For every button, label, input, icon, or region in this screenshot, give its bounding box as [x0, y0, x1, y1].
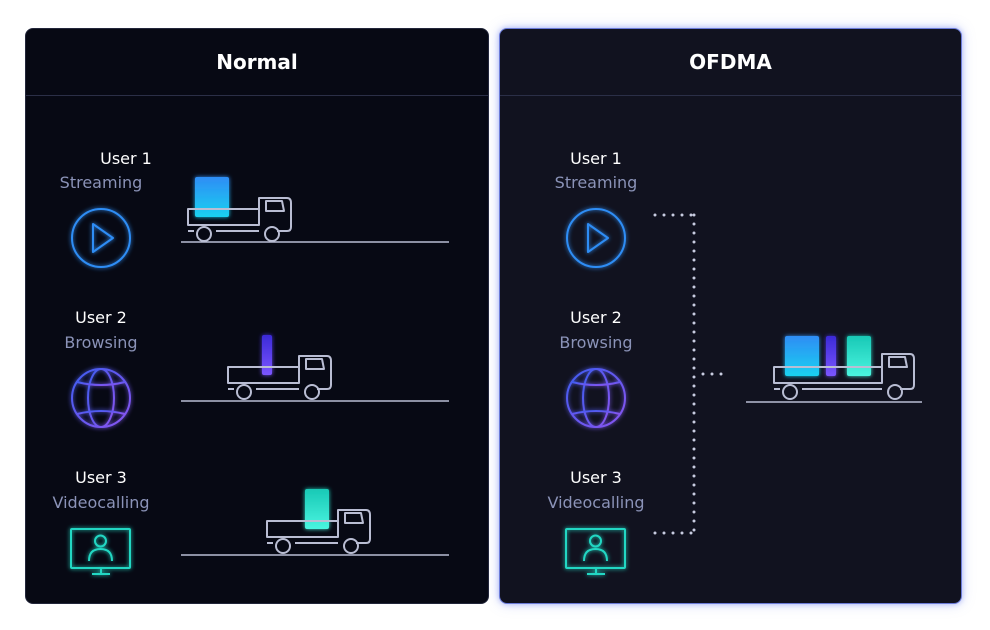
ofdma-user-2-name: User 2: [570, 308, 622, 327]
videocalling-data-block: [305, 489, 329, 529]
dotted-connector: [653, 213, 732, 535]
normal-user-2-activity: Browsing: [64, 333, 138, 352]
play-icon: [566, 208, 626, 268]
ofdma-user-3-activity: Videocalling: [547, 493, 645, 512]
monitor-user-icon: [565, 528, 626, 575]
streaming-data-block: [785, 336, 819, 376]
ofdma-scene: [565, 208, 922, 575]
normal-panel-title: Normal: [26, 29, 488, 96]
globe-icon: [566, 368, 626, 428]
normal-user-3-name: User 3: [75, 468, 127, 487]
normal-scene: [70, 177, 449, 575]
streaming-truck: [181, 177, 449, 243]
ofdma-panel: OFDMA User 1 Streaming User 2 Browsing U…: [499, 28, 962, 604]
monitor-user-icon: [70, 528, 131, 575]
streaming-data-block: [195, 177, 229, 217]
ofdma-user-2-activity: Browsing: [559, 333, 633, 352]
ofdma-user-1-name: User 1: [570, 149, 622, 168]
videocalling-data-block: [847, 336, 871, 376]
combined-truck: [746, 336, 922, 403]
ofdma-user-3-name: User 3: [570, 468, 622, 487]
browsing-truck: [181, 335, 449, 402]
ofdma-panel-title: OFDMA: [500, 29, 961, 96]
browsing-data-block: [262, 335, 272, 375]
normal-user-1-name: User 1: [100, 149, 152, 168]
normal-panel: Normal User 1 Streaming User 2 Browsing …: [25, 28, 489, 604]
ofdma-user-1-activity: Streaming: [554, 173, 638, 192]
normal-user-1-activity: Streaming: [59, 173, 143, 192]
play-icon: [71, 208, 131, 268]
normal-user-3-activity: Videocalling: [52, 493, 150, 512]
browsing-data-block: [826, 336, 836, 376]
videocalling-truck: [181, 489, 449, 556]
normal-user-2-name: User 2: [75, 308, 127, 327]
globe-icon: [71, 368, 131, 428]
